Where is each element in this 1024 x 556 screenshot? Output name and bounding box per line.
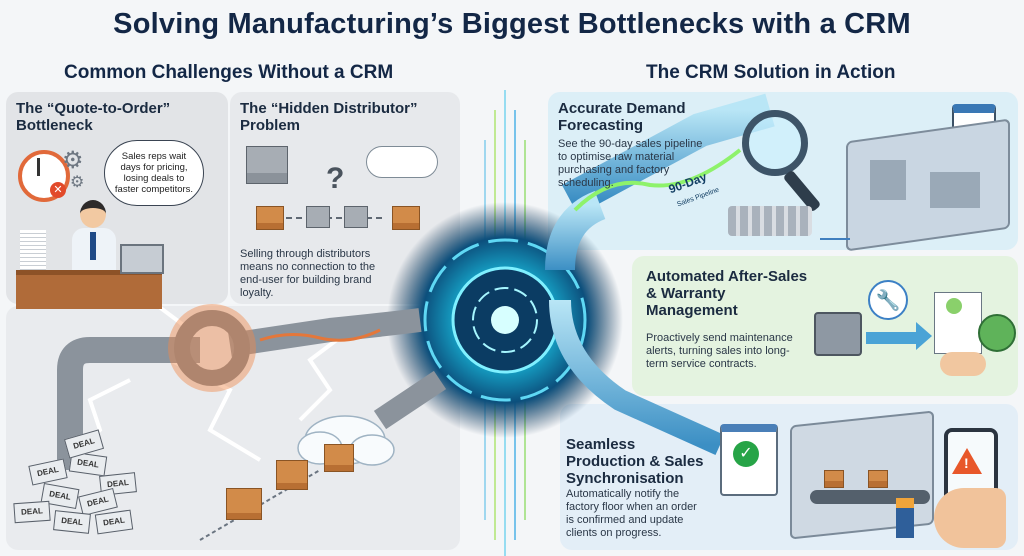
check-icon: ✓ [733, 441, 759, 467]
box-icon [226, 488, 262, 520]
gear-icon: ⚙ [62, 147, 84, 174]
laptop-icon [120, 244, 164, 274]
hand-icon [934, 488, 1006, 548]
paper-stack-icon [20, 230, 46, 270]
sales-rep-head [80, 200, 106, 228]
after-sales-body: Proactively send maintenance alerts, tur… [646, 332, 793, 370]
flow-arrow [286, 217, 382, 219]
after-sales-title: Automated After-Sales & Warranty Managem… [646, 268, 808, 319]
box-icon [256, 206, 284, 230]
sync-pipe [549, 299, 725, 456]
grey-pipe [57, 337, 200, 470]
distributor-body: Selling through distributors means no co… [240, 248, 376, 299]
avatar [978, 314, 1016, 352]
box-icon [392, 206, 420, 230]
quote-thought-bubble: Sales reps wait days for pricing, losing… [104, 140, 204, 206]
grey-box-small-icon [344, 206, 368, 228]
tie-icon [90, 232, 96, 260]
forecast-pipe [561, 93, 775, 215]
forecasting-body: See the 90-day sales pipeline to optimis… [558, 138, 703, 189]
error-x-icon: ✕ [50, 182, 66, 198]
gear-small-icon: ⚙ [70, 174, 85, 191]
magnifier-icon [742, 110, 808, 176]
deal-paper: DEAL [13, 500, 51, 524]
box-icon [868, 470, 888, 488]
flow-arrow [866, 332, 918, 344]
question-mark-icon: ? [326, 162, 345, 195]
distributor-panel-title: The “Hidden Distributor” Problem [240, 100, 418, 134]
quote-panel-title: The “Quote-to-Order” Bottleneck [16, 100, 171, 134]
sync-body: Automatically notify the factory floor w… [566, 488, 697, 539]
desk [16, 270, 162, 309]
deal-paper: DEAL [53, 510, 91, 534]
left-section-heading: Common Challenges Without a CRM [64, 62, 394, 83]
cloud-icon [366, 146, 438, 178]
warning-mark: ! [964, 455, 969, 471]
arrow-head-icon [916, 322, 932, 350]
box-icon [824, 470, 844, 488]
box-icon [276, 460, 308, 490]
page-title: Solving Manufacturing’s Biggest Bottlene… [113, 8, 911, 40]
wrench-chat-icon: 🔧 [868, 280, 908, 320]
forecasting-title: Accurate Demand Forecasting [558, 100, 686, 134]
grey-box-small-icon [306, 206, 330, 228]
grey-box-icon [246, 146, 288, 184]
raw-materials-icon [728, 206, 812, 236]
flow-arrow [820, 238, 850, 240]
sync-title: Seamless Production & Sales Synchronisat… [566, 436, 704, 487]
clock-hand-icon [37, 158, 40, 176]
gearbox-icon [814, 312, 862, 356]
machine-icon [870, 160, 906, 200]
right-section-heading: The CRM Solution in Action [646, 62, 896, 83]
smiley-icon [946, 298, 962, 314]
worker-icon [896, 498, 914, 538]
warning-icon [952, 448, 982, 474]
machine-icon [930, 172, 980, 208]
pipe-knot [174, 310, 250, 386]
box-icon [324, 444, 354, 472]
handshake-icon [940, 352, 986, 376]
